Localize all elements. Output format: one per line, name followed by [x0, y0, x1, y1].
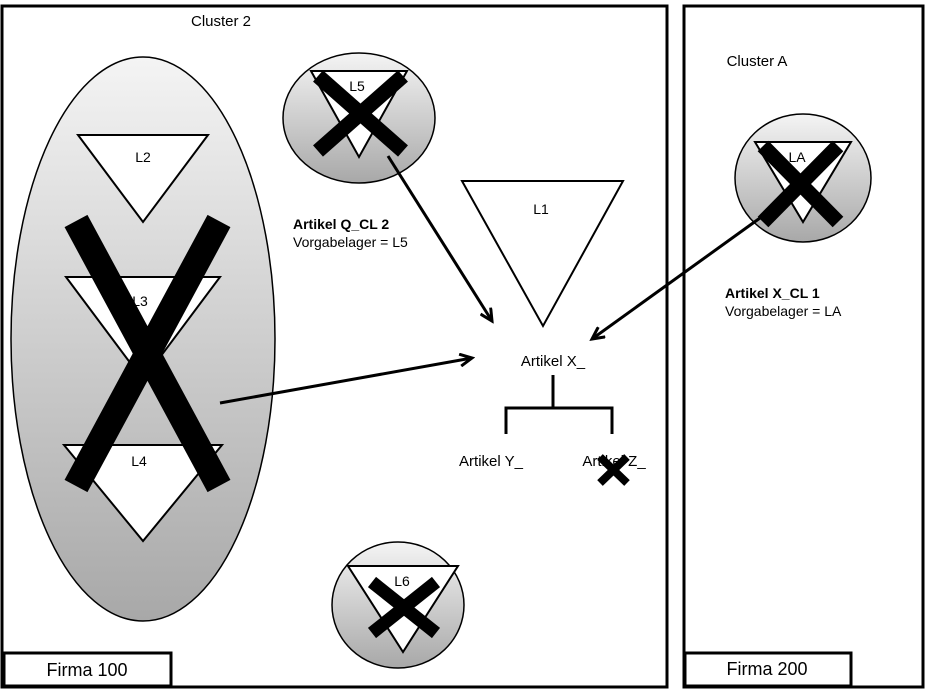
firma-100-label: Firma 100	[46, 660, 127, 680]
firma-100-label-box	[2, 651, 173, 688]
cross-mark-la	[757, 140, 844, 228]
cross-mark-large	[64, 214, 231, 493]
bom-connector	[504, 375, 614, 434]
warehouse-l6-label: L6	[394, 573, 410, 589]
warehouse-l5-label: L5	[349, 78, 365, 94]
bom-child-article-z: Artikel Z_	[582, 453, 646, 470]
article-q-name: Artikel Q_CL 2	[293, 216, 389, 232]
warehouse-l4-label: L4	[131, 453, 147, 469]
article-x-cl-default-warehouse: Vorgabelager = LA	[725, 303, 842, 319]
bom-child-article-y: Artikel Y_	[459, 453, 524, 470]
warehouse-group-l2-l3-l4: L2 L3 L4	[10, 56, 276, 622]
warehouse-l5: L5	[282, 52, 436, 184]
arrow-la-to-article-x	[592, 216, 761, 339]
cluster-2-title: Cluster 2	[191, 13, 251, 30]
warehouse-l4-triangle	[61, 444, 225, 543]
bom-parent-article: Artikel X_	[521, 353, 586, 370]
warehouse-l2-label: L2	[135, 149, 151, 165]
arrow-group-to-article-x	[219, 358, 472, 405]
arrow-l5-to-article-x	[386, 155, 492, 321]
article-q-default-warehouse: Vorgabelager = L5	[293, 234, 408, 250]
warehouse-l2-triangle	[76, 134, 210, 224]
warehouse-la-label: LA	[788, 149, 806, 165]
cross-mark-article-z	[597, 454, 630, 486]
warehouse-l1-triangle	[460, 180, 625, 329]
firma-200-label-box	[683, 651, 853, 688]
firma-200-label: Firma 200	[726, 659, 807, 679]
cluster-a-title: Cluster A	[727, 53, 788, 70]
cross-mark-l6	[367, 576, 441, 639]
warehouse-la: LA	[734, 113, 872, 243]
cross-mark-l5	[313, 70, 408, 157]
firma-200-frame	[682, 4, 925, 689]
article-x-cl-name: Artikel X_CL 1	[725, 285, 820, 301]
warehouse-l1-label: L1	[533, 201, 549, 217]
warehouse-l6: L6	[331, 541, 465, 669]
warehouse-l3-label: L3	[132, 293, 148, 309]
